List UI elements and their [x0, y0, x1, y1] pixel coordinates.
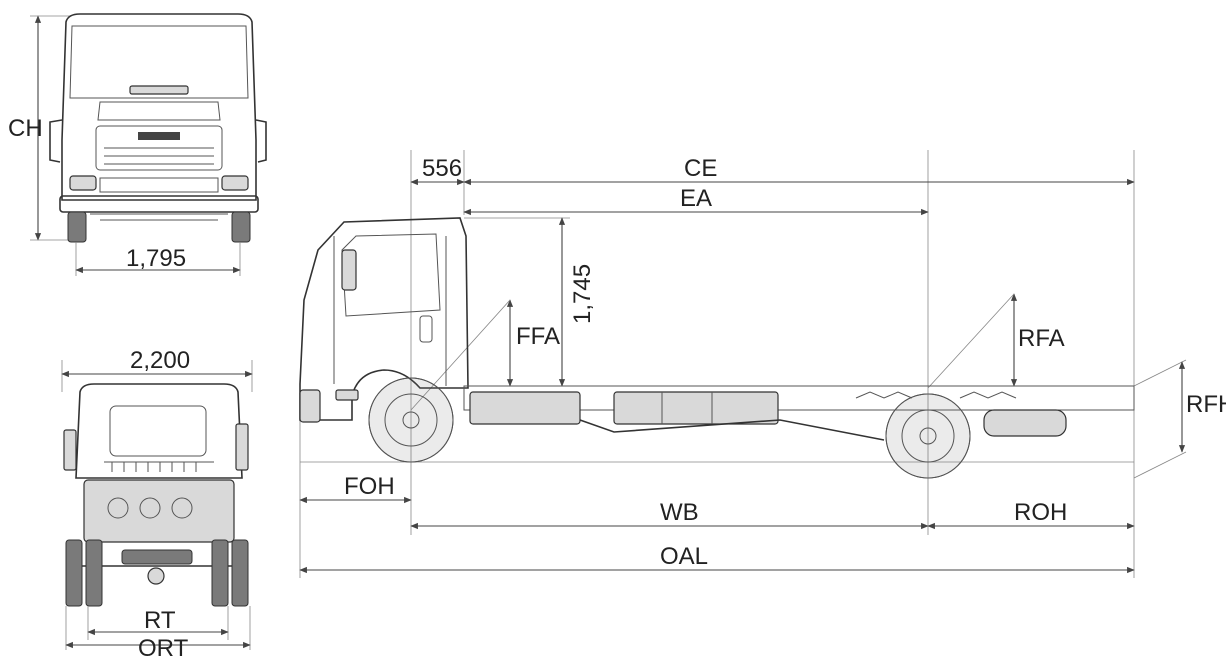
rear-window: [109, 405, 207, 457]
overall-width-label: 2,200: [130, 347, 190, 374]
foh-label: FOH: [344, 473, 395, 500]
side-cab-outline: [299, 217, 469, 421]
cab-offset-label: 556: [422, 155, 462, 182]
rear-right-outer-wheel: [231, 539, 249, 607]
front-bumper-side: [299, 389, 321, 423]
chassis-frame: [463, 385, 1135, 411]
rear-right-inner-wheel: [211, 539, 229, 607]
right-headlight: [221, 175, 249, 191]
side-view: 556 CE EA 1,745 FFA RFA RFH: [299, 150, 1226, 578]
rear-view: 2,200 RT ORT: [61, 347, 253, 656]
rfh-label: RFH: [1186, 391, 1226, 418]
wb-label: WB: [660, 499, 699, 526]
left-headlight: [69, 175, 97, 191]
rear-cab-outline: [75, 383, 243, 479]
rear-left-inner-wheel: [85, 539, 103, 607]
door-handle: [419, 315, 433, 343]
rt-label: RT: [144, 607, 176, 634]
rear-differential: [147, 567, 165, 585]
roh-label: ROH: [1014, 499, 1067, 526]
fuel-tank: [613, 391, 779, 425]
side-mirror: [341, 249, 357, 291]
front-view: CH 1,795: [8, 13, 267, 276]
front-track-label: 1,795: [126, 245, 186, 272]
side-door-window: [341, 233, 441, 317]
engine-transmission: [469, 391, 581, 425]
front-right-wheel: [231, 211, 251, 243]
ce-label: CE: [684, 155, 717, 182]
rear-left-outer-wheel: [65, 539, 83, 607]
front-grille: [95, 125, 223, 171]
front-windshield: [69, 25, 249, 99]
front-cab-outline: [61, 13, 257, 201]
oal-label: OAL: [660, 543, 708, 570]
spare-tire: [983, 409, 1067, 437]
ch-label: CH: [8, 115, 43, 142]
rfa-label: RFA: [1018, 325, 1065, 352]
ffa-label: FFA: [516, 323, 560, 350]
ea-label: EA: [680, 185, 712, 212]
front-bumper: [59, 195, 259, 213]
rear-chassis-components: [83, 479, 235, 543]
ort-label: ORT: [138, 635, 189, 656]
frame-height-label: 1,745: [569, 264, 596, 324]
front-left-wheel: [67, 211, 87, 243]
isuzu-logo: [138, 132, 180, 140]
drive-shaft: [579, 419, 885, 441]
